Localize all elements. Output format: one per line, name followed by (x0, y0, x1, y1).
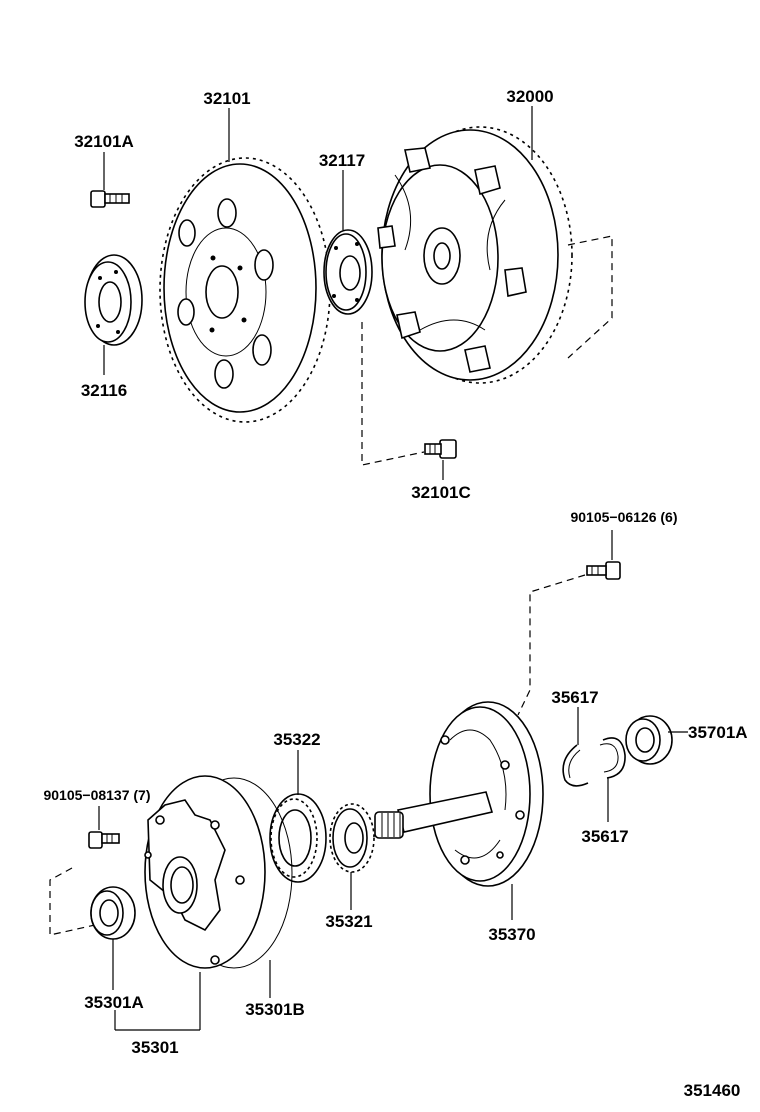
label-32101: 32101 (203, 89, 250, 108)
label-35301: 35301 (131, 1038, 178, 1057)
pump-body-35301 (144, 775, 293, 969)
label-35301A: 35301A (84, 993, 144, 1012)
snap-ring-35617-lower (599, 737, 626, 779)
label-90105-08137: 90105−08137 (7) (43, 787, 150, 803)
bolt-32101C (424, 439, 457, 459)
plate-32117 (323, 229, 373, 315)
label-35701A: 35701A (688, 723, 748, 742)
label-35370: 35370 (488, 925, 535, 944)
snap-ring-35617-upper (562, 744, 589, 787)
bolt-32101A (90, 190, 130, 208)
label-35322: 35322 (273, 730, 320, 749)
label-35617-upper: 35617 (551, 688, 598, 707)
oil-seal-35701A (625, 715, 673, 765)
drive-gear-35321 (329, 803, 375, 873)
label-32101A: 32101A (74, 132, 134, 151)
drive-plate-32101 (159, 157, 331, 423)
stator-shaft-35370 (374, 701, 544, 887)
label-90105-06126: 90105−06126 (6) (570, 509, 677, 525)
label-32101C: 32101C (411, 483, 471, 502)
oil-seal-35301A (90, 886, 136, 940)
driven-gear-35322 (269, 793, 327, 883)
label-35301B: 35301B (245, 1000, 305, 1019)
spacer-32116 (84, 254, 143, 346)
bolt-90105-06126 (586, 561, 621, 580)
label-32116: 32116 (81, 381, 127, 400)
label-35617-lower: 35617 (581, 827, 628, 846)
figure-number: 351460 (684, 1081, 741, 1100)
bolt-90105-08137 (88, 831, 120, 849)
label-32000: 32000 (506, 87, 553, 106)
torque-converter-32000 (377, 126, 573, 384)
label-35321: 35321 (325, 912, 372, 931)
label-32117: 32117 (319, 151, 365, 170)
